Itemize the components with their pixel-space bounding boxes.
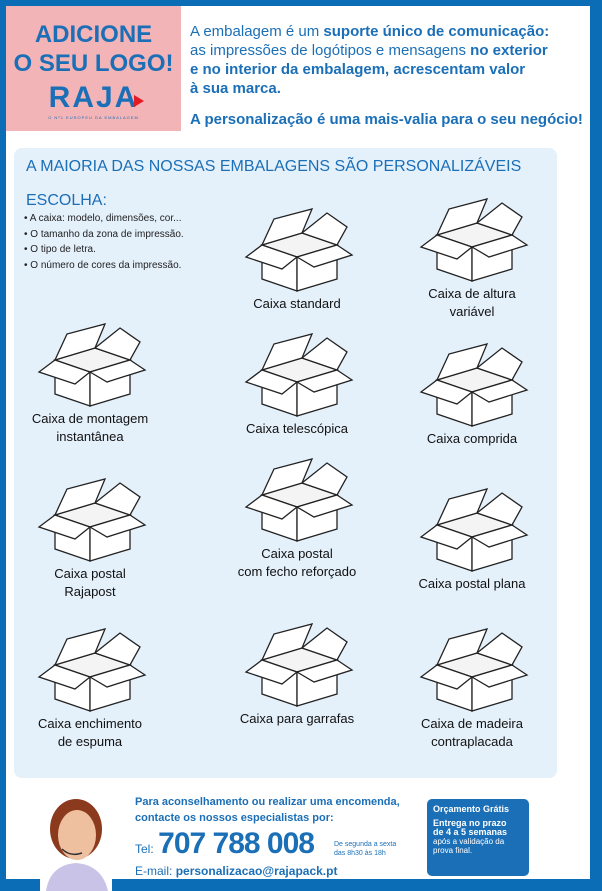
text: contacte os nossos especialistas por: (135, 812, 334, 824)
box-icon (419, 198, 529, 282)
product-label: Caixa comprida (426, 431, 518, 446)
phone-number[interactable]: 707 788 008 (158, 827, 315, 860)
promo-title: Orçamento Grátis (433, 804, 510, 814)
brand-name: RAJA (48, 81, 139, 114)
product-item[interactable]: Caixa postal Rajapost (0, 475, 180, 601)
product-label: Rajapost (64, 584, 116, 599)
intro-tagline: A personalização é uma mais-valia para o… (190, 111, 583, 128)
list-item: O tipo de letra. (24, 242, 184, 258)
list-item: O número de cores da impressão. (24, 258, 184, 274)
logo-title-line: O SEU LOGO! (13, 50, 174, 77)
flag-icon (134, 95, 145, 107)
box-icon (419, 628, 529, 712)
box-icon (37, 323, 147, 407)
promo-badge: Orçamento Grátis Entrega no prazo de 4 a… (427, 799, 529, 876)
text: De segunda a sexta (334, 841, 397, 848)
product-label: Caixa postal plana (418, 576, 526, 591)
box-icon (37, 628, 147, 712)
raja-logo: RAJA (48, 81, 145, 115)
text: A embalagem é um (190, 23, 324, 40)
product-item[interactable]: Caixa enchimento de espuma (0, 625, 180, 751)
brand-tagline: O Nº1 EUROPEU DA EMBALAGEM (48, 115, 139, 120)
product-item[interactable]: Caixa postal plana (382, 485, 562, 593)
text: após a validação da (433, 837, 505, 846)
advice-text: Para aconselhamento ou realizar uma enco… (135, 794, 400, 826)
product-item[interactable]: Caixa de madeira contraplacada (382, 625, 562, 751)
text: e no interior da embalagem, acrescentam … (190, 61, 526, 78)
product-label: com fecho reforçado (237, 564, 357, 579)
product-label: Caixa para garrafas (239, 711, 355, 726)
product-label: Caixa postal (261, 546, 333, 561)
phone: Tel: 707 788 008 (135, 827, 315, 861)
product-label: Caixa postal (54, 566, 126, 581)
text: Para aconselhamento ou realizar uma enco… (135, 796, 400, 808)
hours: De segunda a sexta das 8h30 às 18h (334, 840, 396, 858)
box-icon (244, 208, 354, 292)
product-label: Caixa enchimento (37, 716, 143, 731)
text: no exterior (470, 42, 548, 59)
panel-title: A MAIORIA DAS NOSSAS EMBALAGENS SÃO PERS… (26, 158, 522, 175)
product-item[interactable]: Caixa standard (207, 205, 387, 313)
product-label: instantânea (56, 429, 124, 444)
intro-text: A embalagem é um suporte único de comuni… (190, 22, 590, 98)
text: as impressões de logótipos e mensagens (190, 42, 471, 59)
text: Entrega no prazo (433, 818, 507, 828)
product-label: Caixa standard (253, 296, 341, 311)
product-label: Caixa de altura (428, 286, 516, 301)
product-label: Caixa telescópica (246, 421, 348, 436)
product-label: de espuma (57, 734, 123, 749)
product-label: Caixa de montagem (31, 411, 149, 426)
text: de 4 a 5 semanas (433, 827, 508, 837)
product-label: variável (449, 304, 495, 319)
list-item: O tamanho da zona de impressão. (24, 227, 183, 243)
box-icon (244, 623, 354, 707)
box-icon (244, 333, 354, 417)
text: das 8h30 às 18h (334, 850, 386, 857)
list-item: A caixa: modelo, dimensões, cor... (24, 211, 184, 227)
choose-list: A caixa: modelo, dimensões, cor... O tam… (24, 211, 184, 273)
box-icon (37, 478, 147, 562)
email: E-mail: personalizacao@rajapack.pt (135, 864, 337, 878)
product-item[interactable]: Caixa para garrafas (207, 620, 387, 728)
text: à sua marca. (190, 80, 281, 97)
product-label: Caixa de madeira (421, 716, 523, 731)
product-label: contraplacada (431, 734, 513, 749)
contact-footer: Para aconselhamento ou realizar uma enco… (0, 785, 602, 891)
text: suporte único de comunicação: (323, 23, 550, 40)
product-item[interactable]: Caixa comprida (382, 340, 562, 448)
box-icon (419, 343, 529, 427)
email-label: E-mail: (135, 864, 173, 878)
text: prova final. (433, 846, 473, 855)
product-item[interactable]: Caixa telescópica (207, 330, 387, 438)
product-item[interactable]: Caixa de altura variável (382, 195, 562, 321)
email-link[interactable]: personalizacao@rajapack.pt (175, 864, 338, 878)
tel-label: Tel: (135, 842, 154, 856)
product-item[interactable]: Caixa de montagem instantânea (0, 320, 180, 446)
choose-title: ESCOLHA: (26, 192, 107, 209)
logo-title-line: ADICIONE (34, 21, 153, 48)
product-item[interactable]: Caixa postal com fecho reforçado (207, 455, 387, 581)
box-icon (419, 488, 529, 572)
specialist-photo (40, 793, 112, 891)
box-icon (244, 458, 354, 542)
